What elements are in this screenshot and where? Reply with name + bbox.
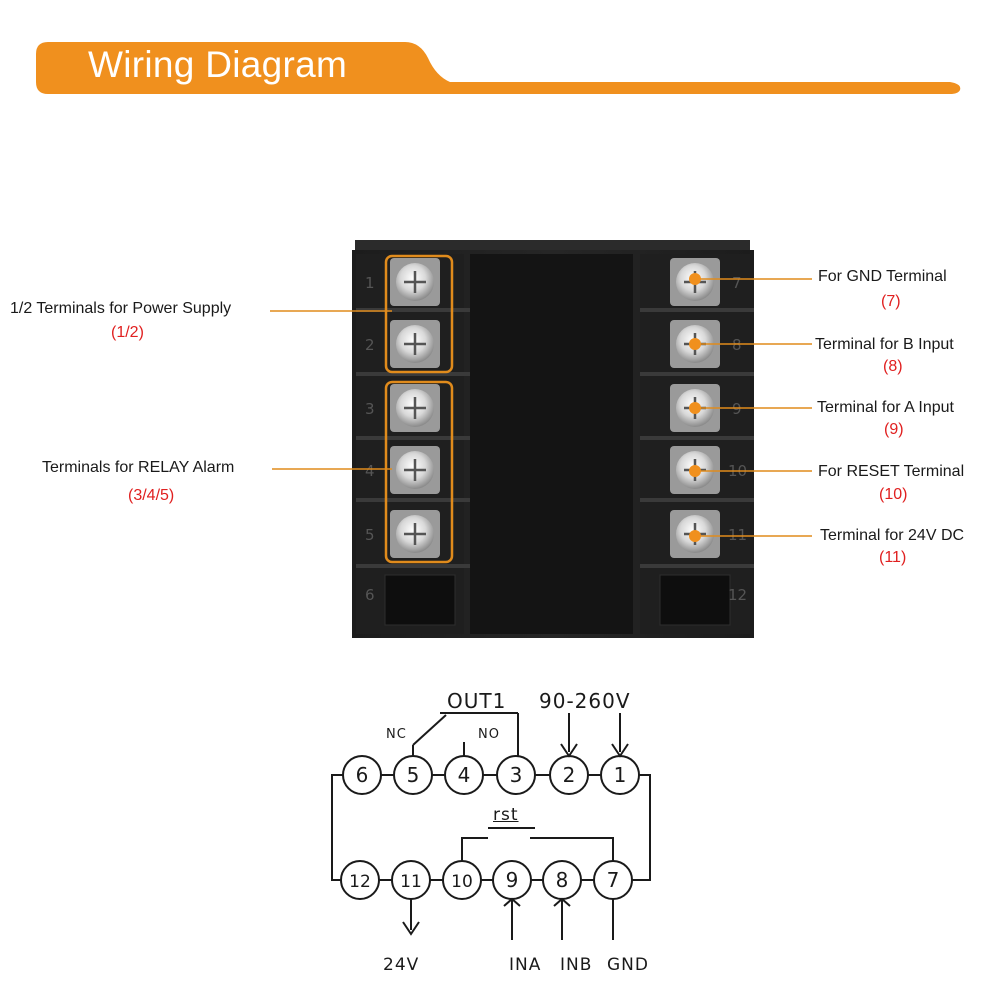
terminal-number: 12	[728, 586, 747, 604]
callout-reset-label: For RESET Terminal	[818, 463, 965, 480]
screw-1	[390, 258, 440, 306]
callout-24v-label: Terminal for 24V DC	[820, 527, 965, 544]
leader-dots	[689, 273, 701, 542]
terminal-number: 8	[732, 336, 742, 354]
schematic-terminal-9: 9	[506, 868, 519, 892]
callout-power-supply-number: (1/2)	[111, 324, 144, 341]
device-top-edge	[355, 240, 750, 252]
screw-4	[390, 446, 440, 494]
left-screws	[390, 258, 440, 558]
callout-reset-number: (10)	[879, 486, 908, 503]
callout-relay-alarm-label: Terminals for RELAY Alarm	[42, 459, 235, 476]
rst-label: rst	[493, 805, 519, 825]
device-center-panel	[470, 254, 633, 634]
terminal-numbers: 1 2 3 4 5 6 7 8 9 10 11 12	[365, 274, 747, 604]
out1-label: OUT1	[447, 689, 507, 713]
callout-b-input-number: (8)	[883, 358, 903, 375]
right-terminal-block	[640, 254, 750, 634]
terminal-number: 4	[365, 462, 375, 480]
schematic-terminal-12: 12	[349, 872, 371, 892]
terminal-number: 5	[365, 526, 375, 544]
schematic-terminal-10: 10	[451, 872, 473, 892]
terminal-number: 6	[365, 586, 375, 604]
callout-gnd-label: For GND Terminal	[818, 268, 947, 285]
header-banner	[36, 42, 961, 94]
label-gnd: GND	[607, 955, 649, 975]
terminal-number: 11	[728, 526, 747, 544]
screw-5	[390, 510, 440, 558]
callout-relay-alarm-number: (3/4/5)	[128, 487, 175, 504]
schematic-terminal-11: 11	[400, 872, 422, 892]
schematic-terminal-5: 5	[407, 763, 420, 787]
nc-label: NC	[386, 727, 407, 742]
page-title: Wiring Diagram	[88, 44, 348, 85]
left-loop-wire	[331, 774, 343, 881]
banner-shape	[36, 42, 961, 94]
relay-alarm-highlight	[384, 380, 454, 564]
right-terminal-ribs	[640, 308, 754, 568]
schematic-terminal-8: 8	[556, 868, 569, 892]
callout-power-supply-label: 1/2 Terminals for Power Supply	[10, 300, 232, 317]
callout-b-input-label: Terminal for B Input	[815, 336, 954, 353]
callout-a-input-label: Terminal for A Input	[817, 399, 954, 416]
label-24v: 24V	[383, 955, 420, 975]
callout-24v-number: (11)	[879, 549, 907, 566]
schematic-terminal-7: 7	[607, 868, 620, 892]
screw-2	[390, 320, 440, 368]
schematic-terminal-1: 1	[614, 763, 627, 787]
left-terminal-block	[356, 254, 464, 634]
label-inb: INB	[560, 955, 593, 975]
terminal-number: 3	[365, 400, 375, 418]
screw-3	[390, 384, 440, 432]
schematic-terminal-4: 4	[458, 763, 471, 787]
voltage-label: 90-260V	[539, 689, 631, 713]
callout-gnd-number: (7)	[881, 293, 901, 310]
terminal-number: 9	[732, 400, 742, 418]
schematic-terminal-2: 2	[563, 763, 576, 787]
terminal-number: 2	[365, 336, 375, 354]
no-label: NO	[478, 727, 500, 742]
leader-lines	[270, 278, 812, 537]
label-ina: INA	[509, 955, 542, 975]
callout-a-input-number: (9)	[884, 421, 904, 438]
left-bottom-slot	[384, 574, 456, 626]
terminal-number: 7	[732, 274, 742, 292]
right-loop-wire	[632, 774, 651, 881]
power-supply-highlight	[384, 254, 454, 374]
right-bottom-slot	[659, 574, 731, 626]
terminal-number: 1	[365, 274, 375, 292]
schematic-terminal-6: 6	[356, 763, 369, 787]
schematic-terminal-3: 3	[510, 763, 523, 787]
